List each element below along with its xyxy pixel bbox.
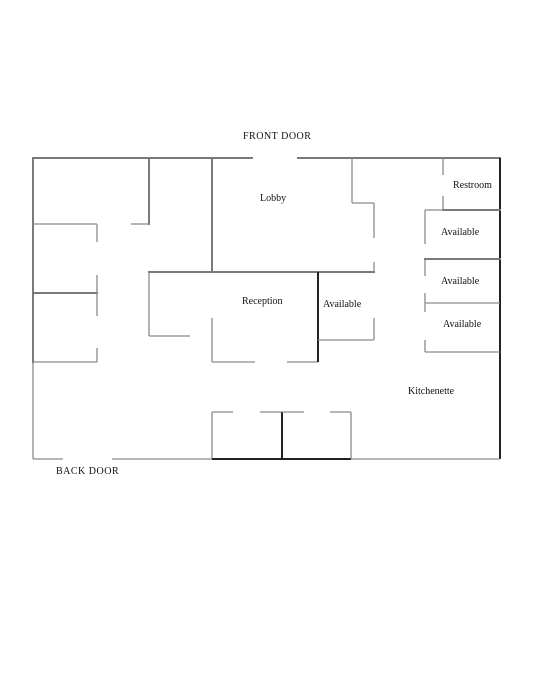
available-room-1-label: Available: [441, 227, 480, 238]
restroom-label: Restroom: [453, 180, 492, 191]
kitchenette-label: Kitchenette: [408, 386, 455, 397]
available-room-3-label: Available: [443, 319, 482, 330]
central-rooms: [148, 157, 375, 363]
right-rooms: [351, 158, 501, 353]
front-door-label: FRONT DOOR: [243, 131, 312, 142]
available-room-2-label: Available: [441, 276, 480, 287]
left-offices: [32, 157, 150, 363]
lobby-label: Lobby: [260, 193, 287, 204]
available-center-label: Available: [323, 299, 362, 310]
back-door-label: BACK DOOR: [56, 466, 120, 477]
kitchenette-cabinets: [211, 411, 352, 460]
reception-label: Reception: [242, 296, 283, 307]
